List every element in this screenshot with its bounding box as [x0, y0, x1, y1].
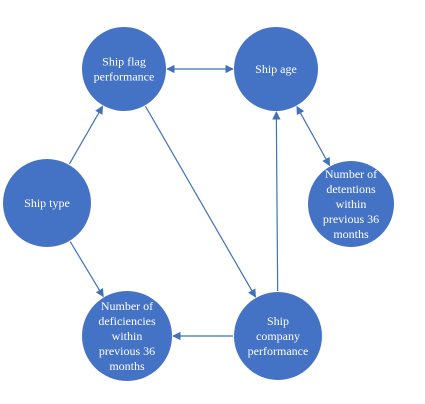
node-label-line: deficiencies [98, 314, 156, 328]
node-circle [82, 291, 172, 381]
node-label-line: within [112, 329, 143, 343]
node-label-line: performance [94, 70, 155, 84]
node-label-line: Ship flag [102, 55, 146, 69]
node-circle [234, 27, 318, 111]
node-ship-age: Ship age [234, 27, 318, 111]
node-label-line: months [109, 359, 145, 373]
edge-company-to-ship-age [272, 111, 281, 292]
node-label-line: performance [248, 344, 309, 358]
node-label-line: company [256, 329, 300, 343]
node-circle [308, 161, 394, 247]
edges-layer [68, 64, 331, 341]
node-circle [234, 292, 322, 380]
node-label-line: previous 36 [99, 344, 155, 358]
edge-ship-type-to-deficiencies [69, 241, 104, 298]
edge-ship-type-to-ship-flag [68, 105, 104, 165]
node-circle [82, 27, 166, 111]
node-label-line: Ship type [24, 196, 70, 210]
node-label-line: within [336, 197, 367, 211]
node-circle [3, 159, 91, 247]
node-label-line: detentions [326, 182, 376, 196]
node-label-line: Number of [325, 167, 377, 181]
node-label-line: Ship age [255, 62, 297, 76]
edge-ship-age-to-detentions [296, 105, 331, 167]
node-label-line: months [333, 227, 369, 241]
node-label-line: previous 36 [323, 212, 379, 226]
node-ship-type: Ship type [3, 159, 91, 247]
node-label-line: Ship [267, 314, 289, 328]
edge-ship-flag-to-company [144, 105, 257, 298]
node-label-line: Number of [101, 299, 153, 313]
